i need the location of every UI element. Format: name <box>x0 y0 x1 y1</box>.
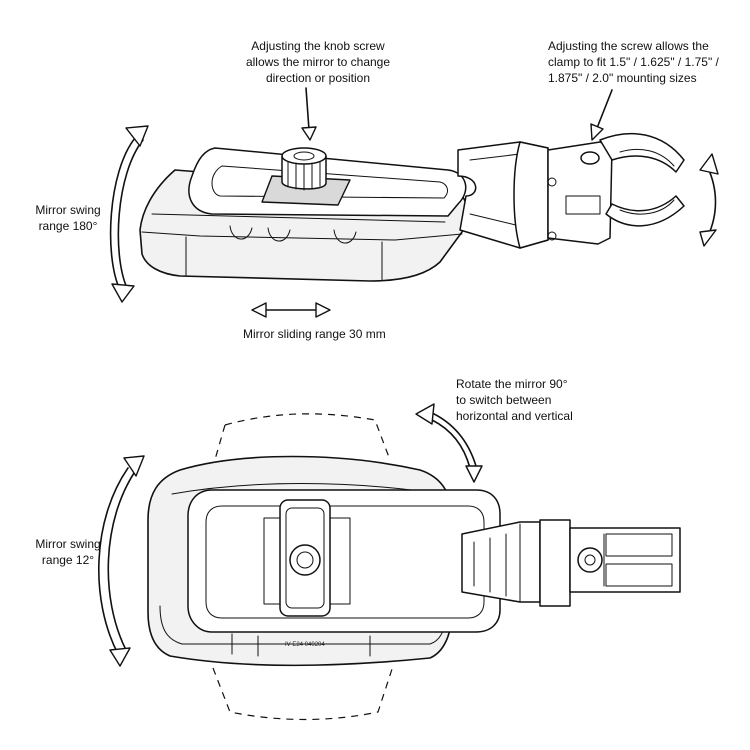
rotation-dashed-outline <box>224 413 391 461</box>
bottom-swing-arrow <box>98 455 145 667</box>
clamp-screw-label: Adjusting the screw allows the clamp to … <box>548 39 719 85</box>
knob-pointer-arrow <box>301 87 317 141</box>
top-mirror-assembly <box>139 132 685 282</box>
top-swing-range-label: Mirror swing range 180° <box>35 203 101 233</box>
top-swing-arrow <box>109 125 149 303</box>
bottom-knob <box>279 499 331 617</box>
bottom-swing-range-label: Mirror swing range 12° <box>35 537 101 567</box>
knob-screw-label: Adjusting the knob screw allows the mirr… <box>245 39 391 85</box>
top-clamp <box>513 132 685 249</box>
clamp-pointer-arrow <box>590 89 613 141</box>
sliding-range-arrow <box>251 302 331 318</box>
clamp-tilt-arrow <box>699 153 719 247</box>
rotate-mirror-label: Rotate the mirror 90° to switch between … <box>456 377 573 423</box>
knob-screw <box>281 147 327 191</box>
bottom-mirror-assembly <box>147 413 681 721</box>
bottom-base-plate <box>187 489 501 633</box>
sliding-range-label: Mirror sliding range 30 mm <box>243 327 386 341</box>
certification-marking: IV E24 040204 <box>285 642 325 648</box>
rotate-arrow <box>415 403 483 483</box>
bottom-clamp <box>539 519 681 607</box>
